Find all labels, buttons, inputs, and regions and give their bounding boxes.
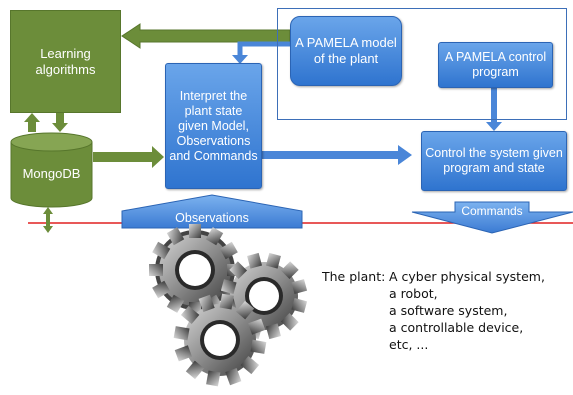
program-to-control-arrow xyxy=(486,87,502,131)
learning-algorithms-label: Learning algorithms xyxy=(35,45,96,77)
commands-arrow-shape xyxy=(411,201,573,234)
pamela-model-box: A PAMELA model of the plant xyxy=(290,16,402,86)
plant-examples-list: A cyber physical system, a robot, a soft… xyxy=(389,268,545,353)
pamela-components-frame xyxy=(277,8,567,120)
plant-example-item: a robot, xyxy=(389,286,438,301)
mongodb-cylinder: MongoDB xyxy=(10,132,93,208)
plant-example-item: a software system, xyxy=(389,303,508,318)
database-icon xyxy=(10,132,93,208)
mongo-to-interpret-arrow xyxy=(93,146,164,168)
observations-arrow-shape xyxy=(121,194,303,229)
plant-example-item: etc, ... xyxy=(389,337,429,352)
commands-label: Commands xyxy=(461,203,523,218)
observations-label-box: Observations xyxy=(122,209,302,227)
control-system-label: Control the system given program and sta… xyxy=(425,146,563,175)
learning-to-mongo-arrow xyxy=(52,113,68,132)
mongo-to-learning-arrow xyxy=(24,113,40,132)
mongo-plant-arrow xyxy=(43,207,53,233)
interpret-to-control-arrow xyxy=(262,145,412,165)
model-to-interpret-arrowhead xyxy=(232,55,248,64)
interpret-state-box: Interpret the plant state given Model, O… xyxy=(165,63,262,189)
mongodb-label: MongoDB xyxy=(22,166,81,182)
interpret-state-label: Interpret the plant state given Model, O… xyxy=(169,88,258,163)
control-system-box: Control the system given program and sta… xyxy=(421,131,567,191)
plant-heading: The plant: xyxy=(322,268,385,285)
pamela-model-label: A PAMELA model of the plant xyxy=(295,35,397,66)
plant-heading-text: The plant: xyxy=(322,269,386,284)
model-to-interpret-arrow xyxy=(237,41,290,56)
plant-example-item: A cyber physical system, xyxy=(389,269,545,284)
observations-label: Observations xyxy=(175,210,249,225)
learning-algorithms-box: Learning algorithms xyxy=(10,10,121,113)
commands-label-box: Commands xyxy=(455,203,529,219)
pamela-control-program-label: A PAMELA control program xyxy=(444,50,547,79)
gears-icon xyxy=(149,224,308,387)
plant-example-item: a controllable device, xyxy=(389,320,524,335)
pamela-control-program-box: A PAMELA control program xyxy=(438,42,553,88)
